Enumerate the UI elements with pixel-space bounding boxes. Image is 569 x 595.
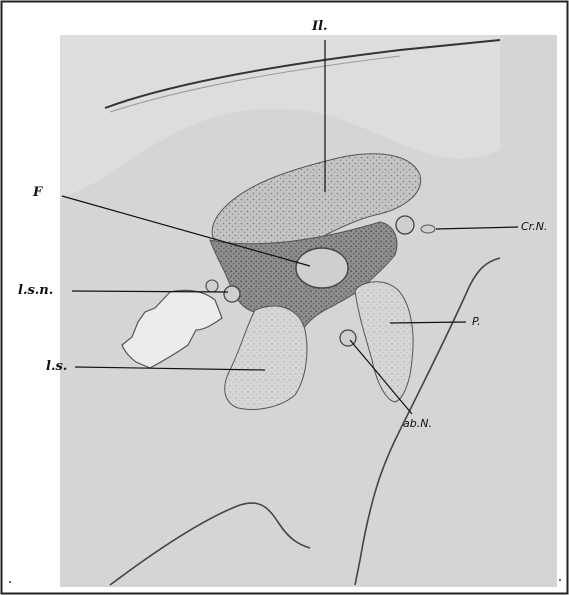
corner-mark (9, 581, 11, 583)
lsn-nerve-circle (224, 286, 240, 302)
corner-mark (559, 579, 561, 581)
structure-f-oval (296, 248, 348, 288)
label-f: F (33, 186, 42, 199)
lsn-nerve-small (206, 280, 218, 292)
label-il: Il. (312, 20, 328, 33)
label-crn: Cr.N. (521, 221, 547, 232)
label-abn: ab.N. (403, 418, 432, 429)
cr-n-nerve-circle (396, 216, 414, 234)
cr-n-nerve-small (421, 225, 435, 233)
label-p: P. (472, 316, 481, 327)
label-ls: l.s. (46, 360, 67, 373)
label-lsn: l.s.n. (18, 284, 53, 297)
